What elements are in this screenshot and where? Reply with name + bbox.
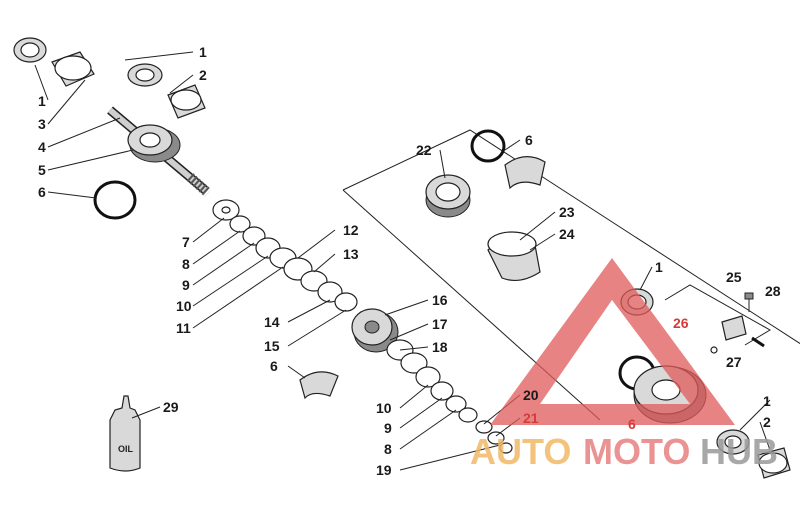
label-2-top: 2: [199, 67, 207, 83]
label-19: 19: [376, 462, 392, 478]
label-6-bottom: 6: [628, 416, 636, 432]
assembly-outline: [342, 129, 800, 421]
label-2-bottom: 2: [763, 414, 771, 430]
label-28: 28: [765, 283, 781, 299]
label-4: 4: [38, 139, 46, 155]
label-1-right: 1: [655, 259, 663, 275]
label-16: 16: [432, 292, 448, 308]
label-10-lower: 10: [376, 400, 392, 416]
part-pin-27: [751, 336, 765, 348]
label-17: 17: [432, 316, 448, 332]
label-9-lower: 9: [384, 420, 392, 436]
watermark-text-hub: HUB: [700, 431, 778, 472]
label-26: 26: [673, 315, 689, 331]
label-20: 20: [523, 387, 539, 403]
label-23: 23: [559, 204, 575, 220]
label-10-upper: 10: [176, 298, 192, 314]
part-bushing-1-top: [13, 37, 47, 63]
label-7: 7: [182, 234, 190, 250]
part-shim-stack: [212, 199, 358, 312]
label-8-lower: 8: [384, 441, 392, 457]
part-screw-28: [744, 292, 754, 312]
oil-bottle: OIL: [109, 395, 141, 472]
part-piston-16: [351, 308, 399, 353]
label-3: 3: [38, 116, 46, 132]
part-shim-stack-lower: [386, 339, 513, 454]
part-bushing-1-bottom: [716, 429, 750, 455]
label-27: 27: [726, 354, 742, 370]
part-band-6-lower: [299, 371, 339, 400]
label-14: 14: [264, 314, 280, 330]
part-bushing-22: [425, 174, 471, 218]
label-5: 5: [38, 162, 46, 178]
part-valve-25: [710, 315, 747, 354]
label-8-upper: 8: [182, 256, 190, 272]
label-15: 15: [264, 338, 280, 354]
part-piston-5: [127, 124, 181, 163]
label-24: 24: [559, 226, 575, 242]
label-21: 21: [523, 410, 539, 426]
label-13: 13: [343, 246, 359, 262]
label-6-left: 6: [38, 184, 46, 200]
part-sleeve-3: [51, 51, 95, 87]
part-oring-6-top: [470, 129, 506, 163]
label-1-left: 1: [38, 93, 46, 109]
part-sleeve-2-top: [167, 84, 206, 119]
label-25: 25: [726, 269, 742, 285]
label-18: 18: [432, 339, 448, 355]
oil-bottle-label: OIL: [118, 444, 134, 454]
label-22: 22: [416, 142, 432, 158]
label-1-bottom: 1: [763, 393, 771, 409]
watermark-text-auto: AUTO: [470, 431, 571, 472]
label-6-top: 6: [525, 132, 533, 148]
watermark-text-moto: MOTO: [583, 431, 690, 472]
label-6-mid: 6: [270, 358, 278, 374]
part-bushing-1-right: [127, 63, 163, 87]
part-labels: 1 2 1 3 4 5 6 7 8 9 10 11 12 13 14 15 6 …: [38, 44, 781, 478]
label-9-upper: 9: [182, 277, 190, 293]
part-band-6-top: [504, 156, 546, 190]
part-cup-23: [487, 231, 541, 282]
label-29: 29: [163, 399, 179, 415]
watermark-triangle: [490, 258, 735, 425]
part-sleeve-2-bottom: [757, 447, 791, 479]
label-1-top: 1: [199, 44, 207, 60]
label-12: 12: [343, 222, 359, 238]
watermark-logo: AUTO MOTO HUB: [470, 431, 778, 472]
leader-lines: [34, 51, 771, 471]
label-11: 11: [176, 320, 191, 336]
part-oring-6-left: [93, 180, 137, 220]
